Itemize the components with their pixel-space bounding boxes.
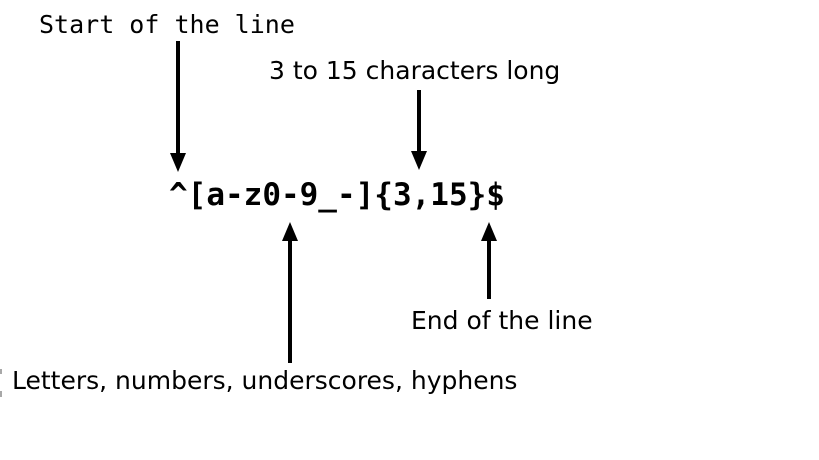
charset-label: Letters, numbers, underscores, hyphens xyxy=(12,366,518,395)
start-of-line-arrow xyxy=(168,41,188,172)
arrow-shaft xyxy=(288,237,292,363)
arrow-up-icon xyxy=(481,222,497,241)
length-arrow xyxy=(409,90,429,170)
clipped-edge-artifact xyxy=(0,369,2,374)
charset-arrow xyxy=(280,222,300,363)
arrow-shaft xyxy=(176,41,180,157)
arrow-up-icon xyxy=(282,222,298,241)
end-of-line-label: End of the line xyxy=(411,306,593,335)
arrow-down-icon xyxy=(411,151,427,170)
arrow-shaft xyxy=(417,90,421,155)
regex-pattern: ^[a-z0-9_-]{3,15}$ xyxy=(169,177,505,213)
arrow-shaft xyxy=(487,237,491,299)
end-of-line-arrow xyxy=(479,222,499,299)
clipped-edge-artifact xyxy=(0,391,2,397)
start-of-line-label: Start of the line xyxy=(39,10,295,39)
arrow-down-icon xyxy=(170,153,186,172)
length-label: 3 to 15 characters long xyxy=(269,56,561,85)
